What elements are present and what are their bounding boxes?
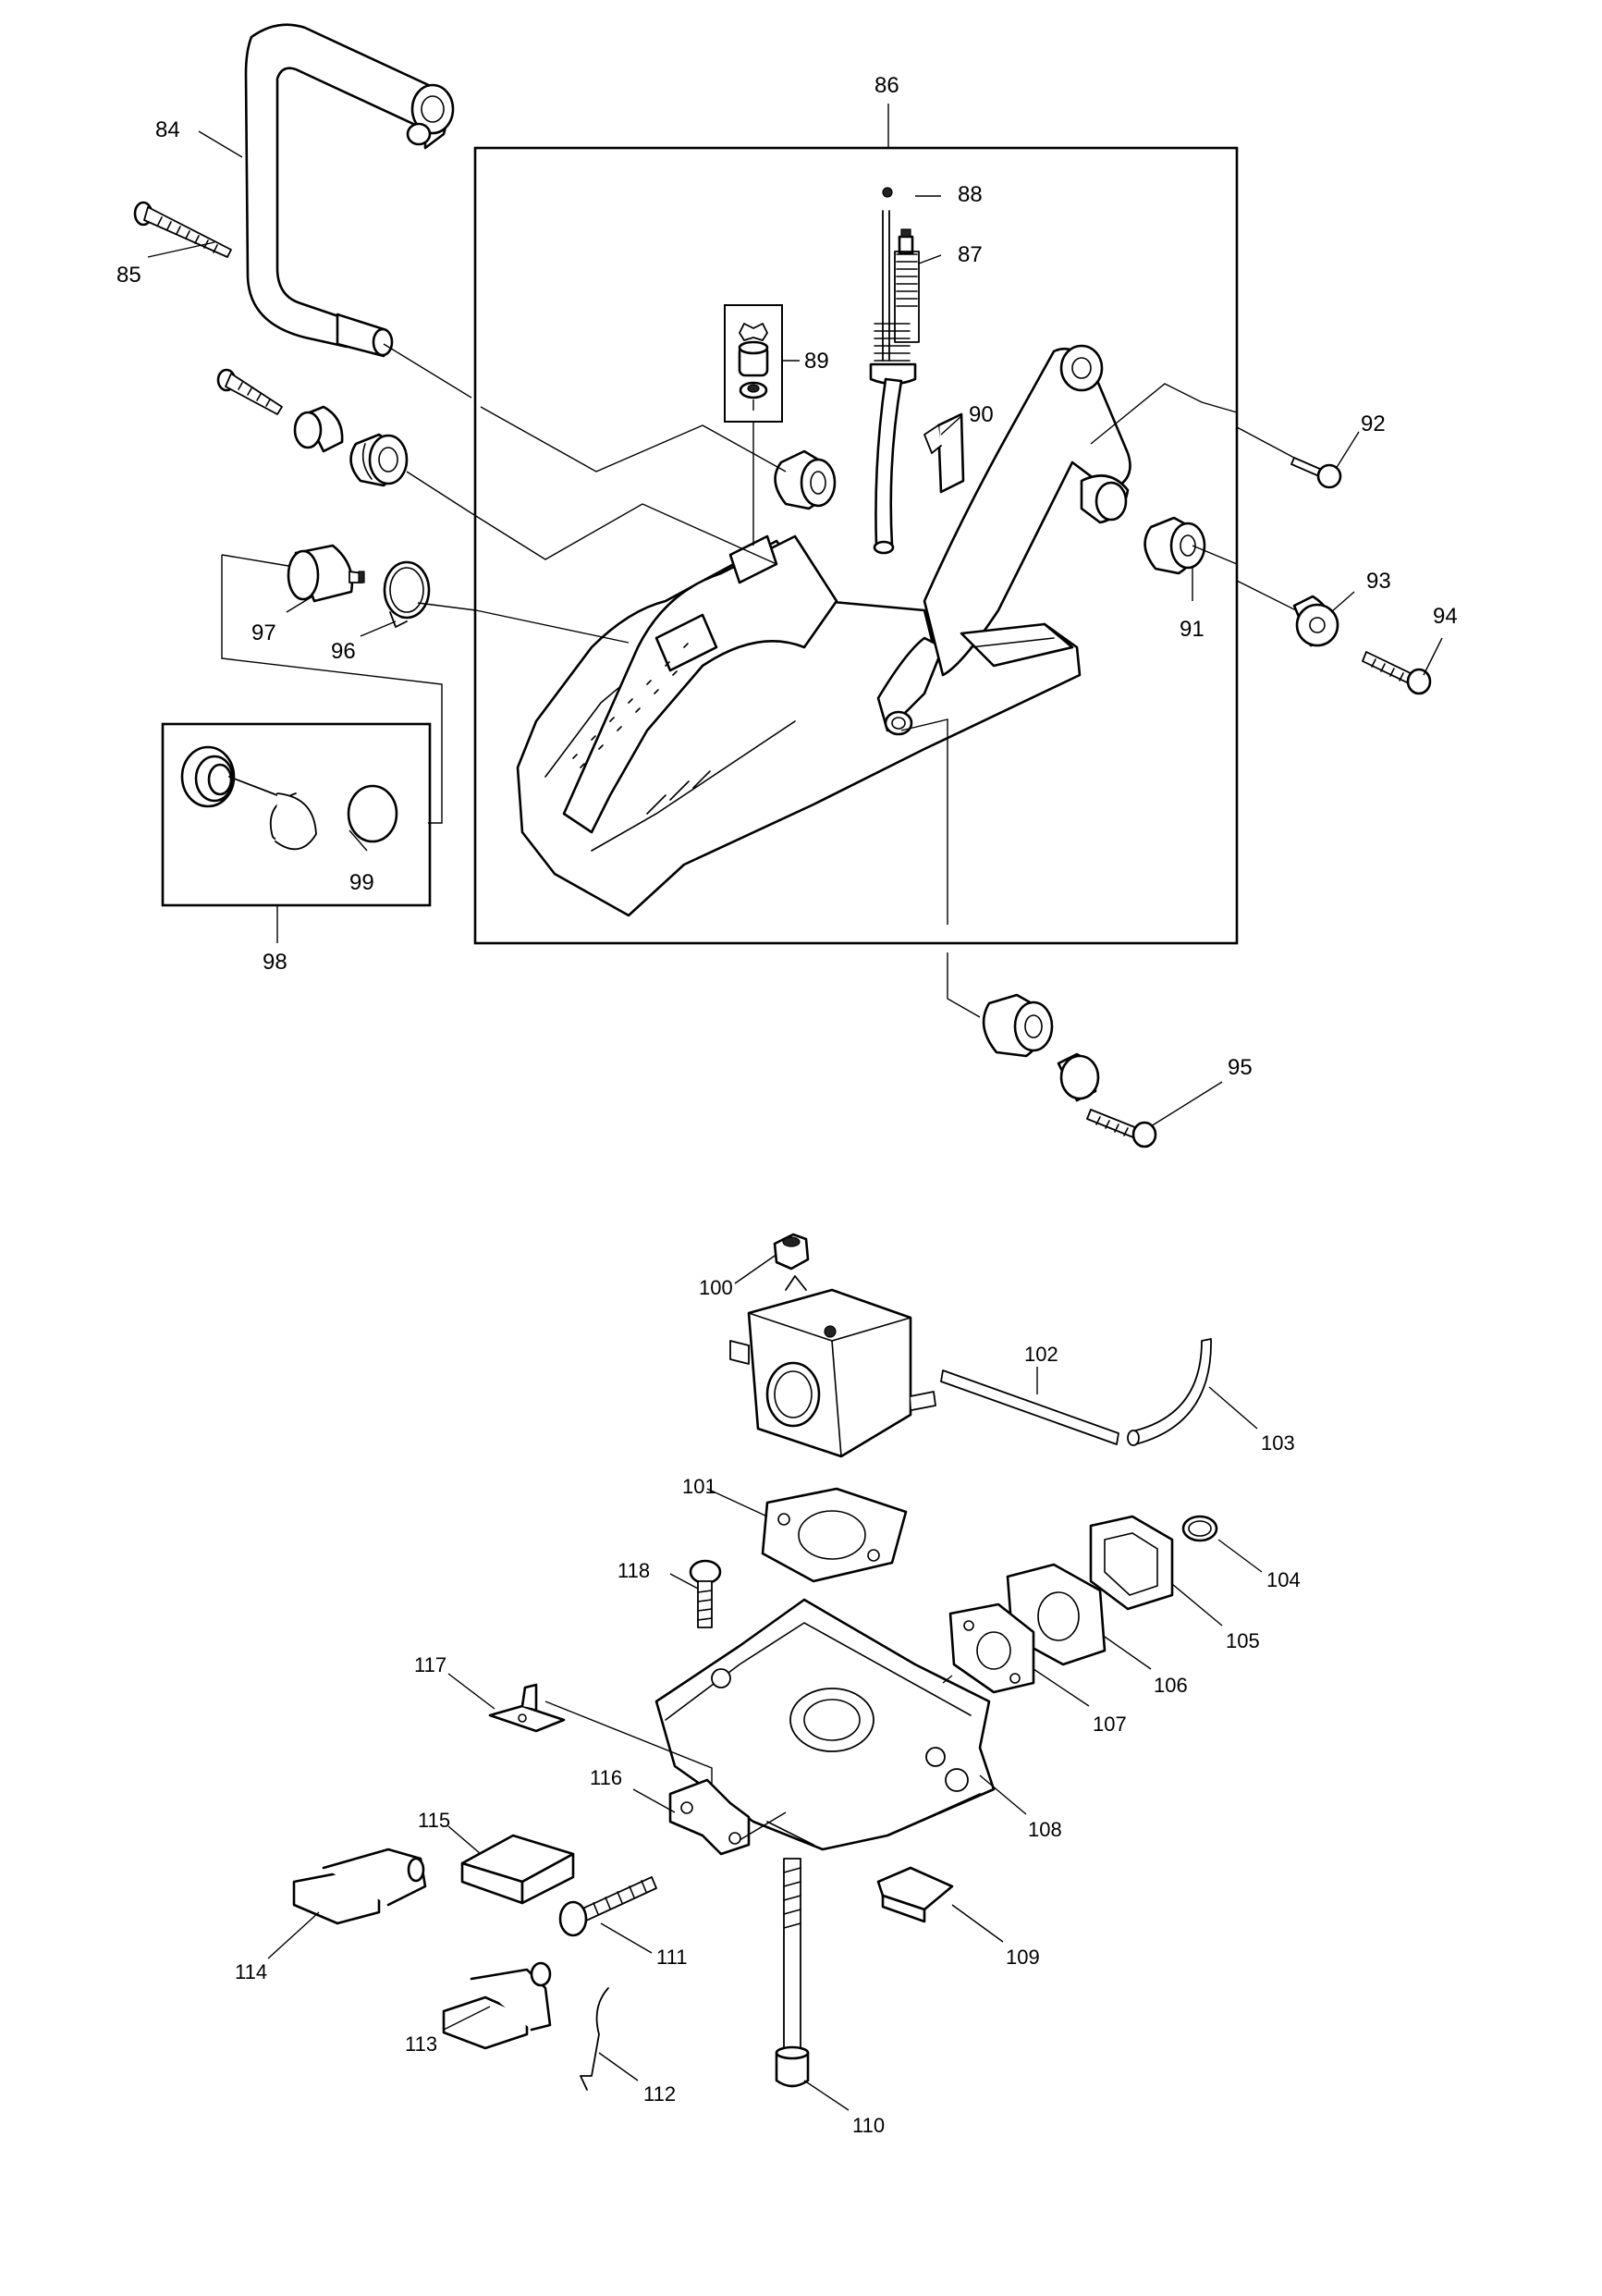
callout-107: 107 <box>1093 1713 1127 1736</box>
callout-103: 103 <box>1261 1431 1295 1455</box>
callout-89: 89 <box>804 349 829 374</box>
callout-101: 101 <box>682 1475 716 1498</box>
part-93-bushing <box>1292 595 1339 647</box>
part-111-screw <box>558 1876 657 1937</box>
callout-86: 86 <box>874 73 899 98</box>
part-107-gasket <box>948 1602 1035 1694</box>
lower-damper <box>982 993 1054 1058</box>
part-92-screw <box>1290 457 1342 489</box>
part-117-bracket <box>488 1683 566 1733</box>
callout-94: 94 <box>1433 604 1458 629</box>
callout-113: 113 <box>405 2032 437 2056</box>
callout-108: 108 <box>1028 1818 1062 1841</box>
part-112-spring-wire <box>580 1987 609 2091</box>
callout-115: 115 <box>418 1809 450 1832</box>
callout-100: 100 <box>699 1276 733 1299</box>
callout-87: 87 <box>958 242 983 267</box>
callout-111: 111 <box>656 1946 687 1969</box>
part-118-screw <box>689 1559 722 1628</box>
callout-91: 91 <box>1180 617 1205 642</box>
tank-housing-part-86 <box>516 344 1131 917</box>
lower-bushing <box>1057 1052 1100 1102</box>
part-115-plate <box>460 1834 575 1905</box>
callout-90: 90 <box>969 402 994 427</box>
part-87-cable <box>869 210 920 555</box>
callout-117: 117 <box>414 1653 446 1676</box>
screw-part-85 <box>133 201 232 258</box>
callout-112: 112 <box>643 2082 676 2106</box>
part-88-ball <box>882 187 893 198</box>
part-100-nut <box>773 1233 810 1271</box>
carburetor <box>729 1275 936 1458</box>
callout-96: 96 <box>331 639 356 664</box>
clamp-part-96 <box>383 560 431 628</box>
part-108-carburetor-base <box>654 1598 996 1851</box>
callout-105: 105 <box>1226 1629 1260 1652</box>
part-113-lever <box>442 1961 552 2050</box>
part-101-gasket <box>761 1487 908 1583</box>
left-bushing <box>293 405 344 453</box>
callout-116: 116 <box>590 1766 622 1789</box>
callout-102: 102 <box>1024 1343 1058 1366</box>
callout-93: 93 <box>1366 569 1391 594</box>
inside-damper <box>774 449 837 510</box>
assembly-86-frame <box>473 146 1239 945</box>
part-114-lever <box>292 1848 427 1925</box>
callout-98: 98 <box>263 950 287 975</box>
part-103-tube <box>1127 1338 1212 1446</box>
part-94-screw <box>1362 651 1432 695</box>
left-damper <box>349 433 409 487</box>
callout-104: 104 <box>1266 1568 1301 1591</box>
assembly-98-frame <box>161 722 432 907</box>
leader-lines <box>147 130 1443 2111</box>
part-109-block <box>876 1866 954 1923</box>
callout-99: 99 <box>349 870 374 895</box>
part-102-tube <box>940 1369 1119 1445</box>
callout-labels: 84 85 86 88 87 89 90 92 91 93 94 97 96 9… <box>116 73 1458 2137</box>
part-104-oring <box>1181 1515 1218 1542</box>
left-screw <box>216 368 283 415</box>
handle-bar-part-84 <box>244 23 455 358</box>
callout-92: 92 <box>1361 411 1386 436</box>
part-91-damper <box>1143 516 1206 575</box>
callout-84: 84 <box>155 117 180 142</box>
callout-114: 114 <box>235 1960 267 1983</box>
part-89-inset <box>724 304 783 423</box>
callout-110: 110 <box>852 2114 885 2137</box>
callout-95: 95 <box>1228 1055 1253 1080</box>
part-116-bracket <box>668 1778 751 1856</box>
fuel-cap-part-99 <box>180 745 398 851</box>
filter-part-97 <box>287 544 365 603</box>
part-105-gasket <box>1089 1515 1174 1611</box>
part-110-bolt <box>775 1858 810 2088</box>
callout-88: 88 <box>958 182 983 207</box>
callout-109: 109 <box>1006 1946 1040 1969</box>
callout-106: 106 <box>1154 1674 1188 1697</box>
callout-118: 118 <box>618 1559 650 1582</box>
part-95-screw <box>1086 1109 1157 1148</box>
part-90-clip <box>923 412 965 494</box>
callout-85: 85 <box>116 263 141 288</box>
callout-97: 97 <box>251 620 276 645</box>
